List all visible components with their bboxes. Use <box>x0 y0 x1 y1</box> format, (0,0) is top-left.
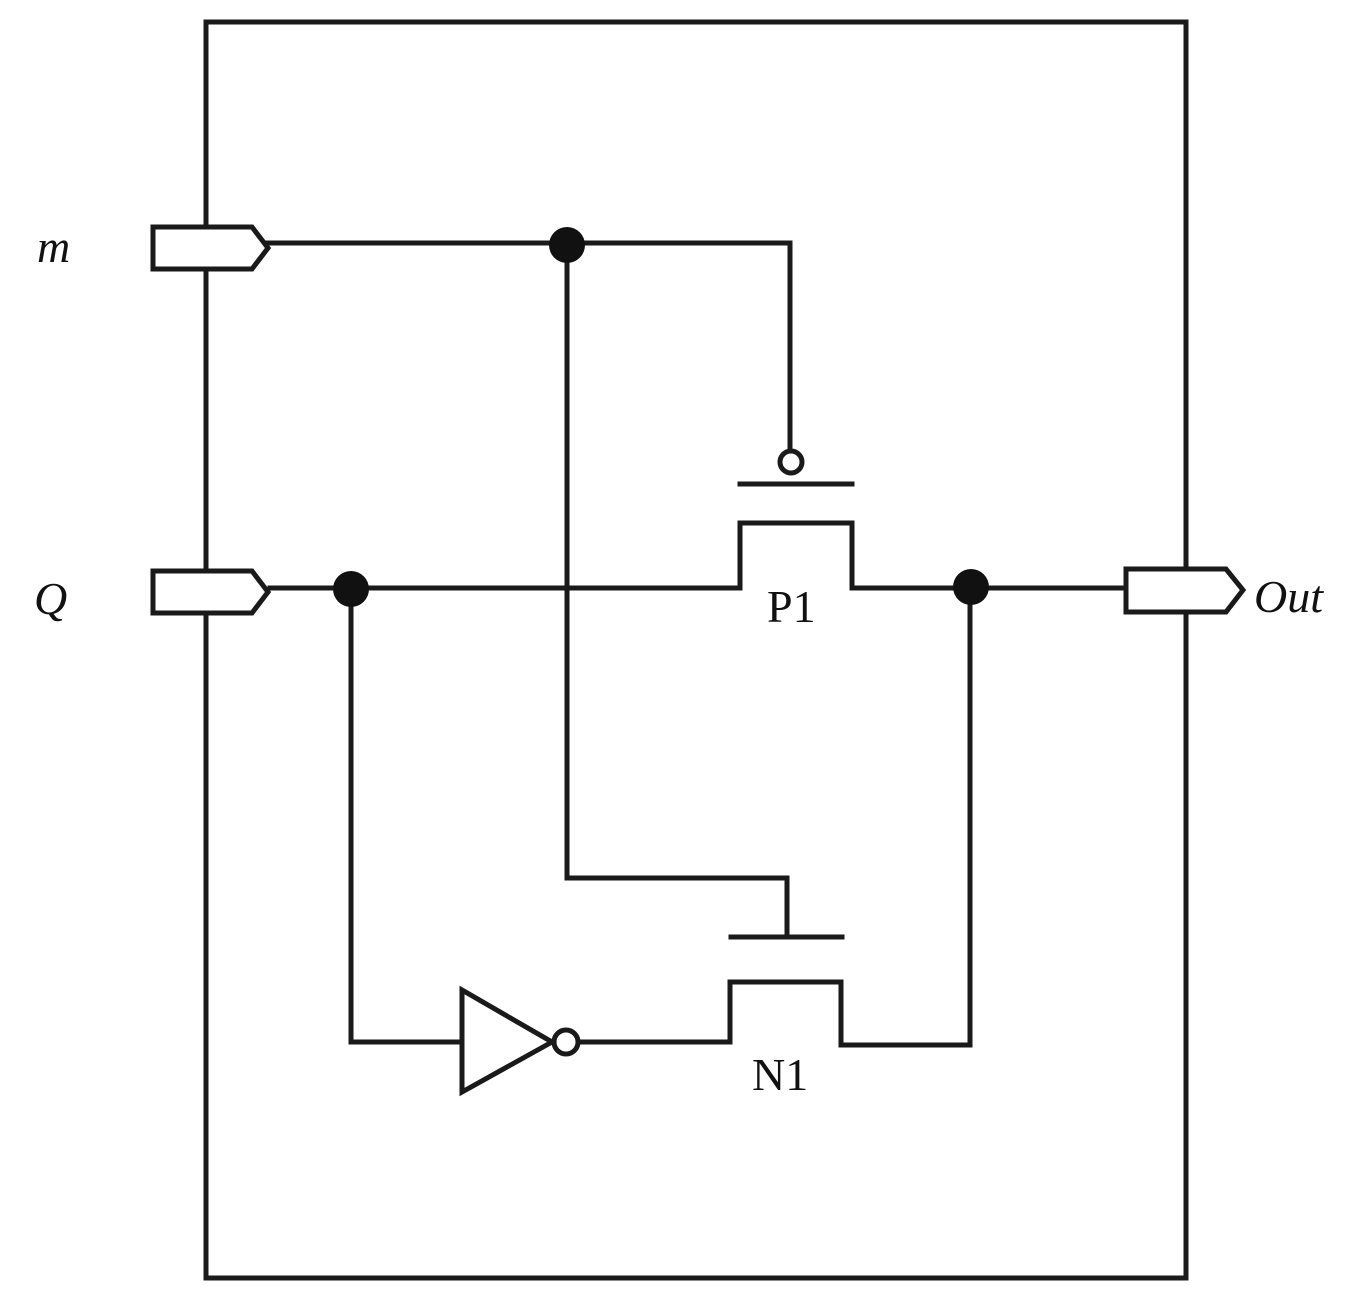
module-boundary <box>203 19 1189 1281</box>
port-out <box>1123 566 1247 615</box>
junction-out <box>953 569 989 605</box>
label-p1: P1 <box>767 581 816 632</box>
inverter-bubble <box>551 1027 581 1057</box>
wire-q-to-inverter <box>348 585 465 1045</box>
wire-m-to-n1-gate <box>564 240 790 940</box>
wire-m <box>265 240 793 423</box>
inverter <box>459 985 558 1097</box>
p1-channel <box>267 520 1129 591</box>
junction-q <box>333 571 369 607</box>
label-q: Q <box>34 573 67 624</box>
label-n1: N1 <box>752 1049 808 1100</box>
label-out: Out <box>1254 571 1324 622</box>
port-m <box>150 224 272 272</box>
port-q <box>150 568 272 616</box>
label-m: m <box>37 221 70 272</box>
junction-m <box>549 227 585 263</box>
n1-channel <box>575 585 973 1048</box>
p1-gate-bubble <box>777 448 805 476</box>
